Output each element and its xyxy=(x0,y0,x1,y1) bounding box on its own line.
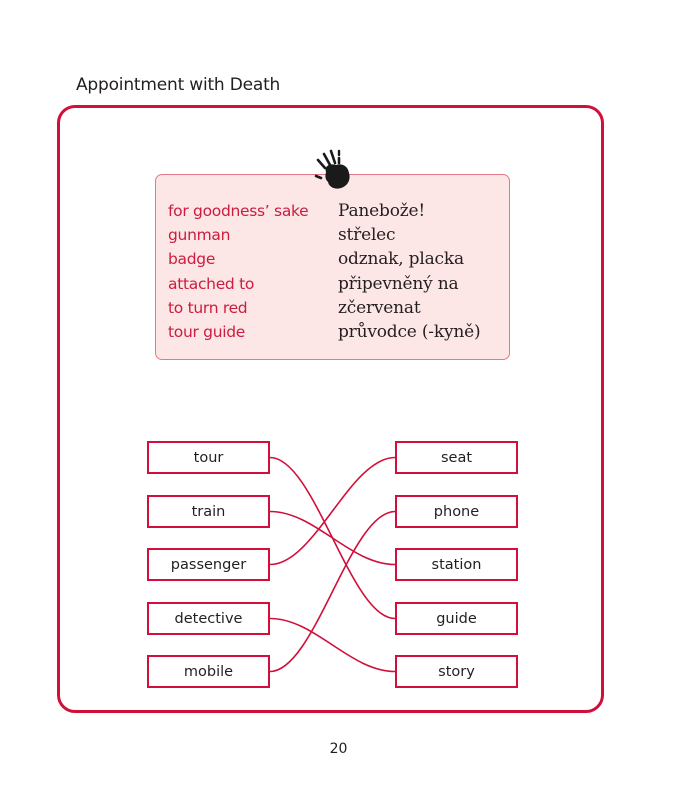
match-right-item[interactable]: phone xyxy=(395,495,518,528)
connection-line-passenger-seat xyxy=(269,456,396,566)
match-right-item[interactable]: station xyxy=(395,548,518,581)
vocab-row: to turn red zčervenat xyxy=(168,298,508,323)
vocab-english: tour guide xyxy=(168,323,246,341)
handprint-icon xyxy=(314,149,350,189)
match-left-item[interactable]: train xyxy=(147,495,270,528)
match-right-item[interactable]: story xyxy=(395,655,518,688)
vocab-czech: připevněný na xyxy=(338,274,459,294)
vocab-czech: střelec xyxy=(338,225,396,245)
vocab-row: attached to připevněný na xyxy=(168,274,508,299)
match-right-item[interactable]: seat xyxy=(395,441,518,474)
vocab-czech: zčervenat xyxy=(338,298,421,318)
vocab-row: gunman střelec xyxy=(168,225,508,250)
exercise-frame xyxy=(57,105,604,713)
page-title: Appointment with Death xyxy=(76,75,281,95)
vocab-czech: odznak, placka xyxy=(338,249,464,269)
vocabulary-box xyxy=(155,174,510,360)
connection-line-detective-story xyxy=(269,617,396,673)
vocab-english: for goodness’ sake xyxy=(168,202,309,220)
vocab-row: for goodness’ sake Panebože! xyxy=(168,201,508,226)
match-left-item[interactable]: mobile xyxy=(147,655,270,688)
match-right-item[interactable]: guide xyxy=(395,602,518,635)
match-left-item[interactable]: tour xyxy=(147,441,270,474)
match-left-item[interactable]: detective xyxy=(147,602,270,635)
vocab-czech: Panebože! xyxy=(338,201,425,221)
match-left-item[interactable]: passenger xyxy=(147,548,270,581)
vocab-row: tour guide průvodce (-kyně) xyxy=(168,322,508,347)
vocab-english: badge xyxy=(168,250,216,268)
vocab-english: gunman xyxy=(168,226,231,244)
vocab-english: attached to xyxy=(168,275,255,293)
page-number: 20 xyxy=(329,741,348,757)
vocab-row: badge odznak, placka xyxy=(168,249,508,274)
vocab-czech: průvodce (-kyně) xyxy=(338,322,481,342)
vocab-english: to turn red xyxy=(168,299,248,317)
connection-line-train-station xyxy=(269,510,396,566)
connection-line-mobile-phone xyxy=(269,510,396,673)
